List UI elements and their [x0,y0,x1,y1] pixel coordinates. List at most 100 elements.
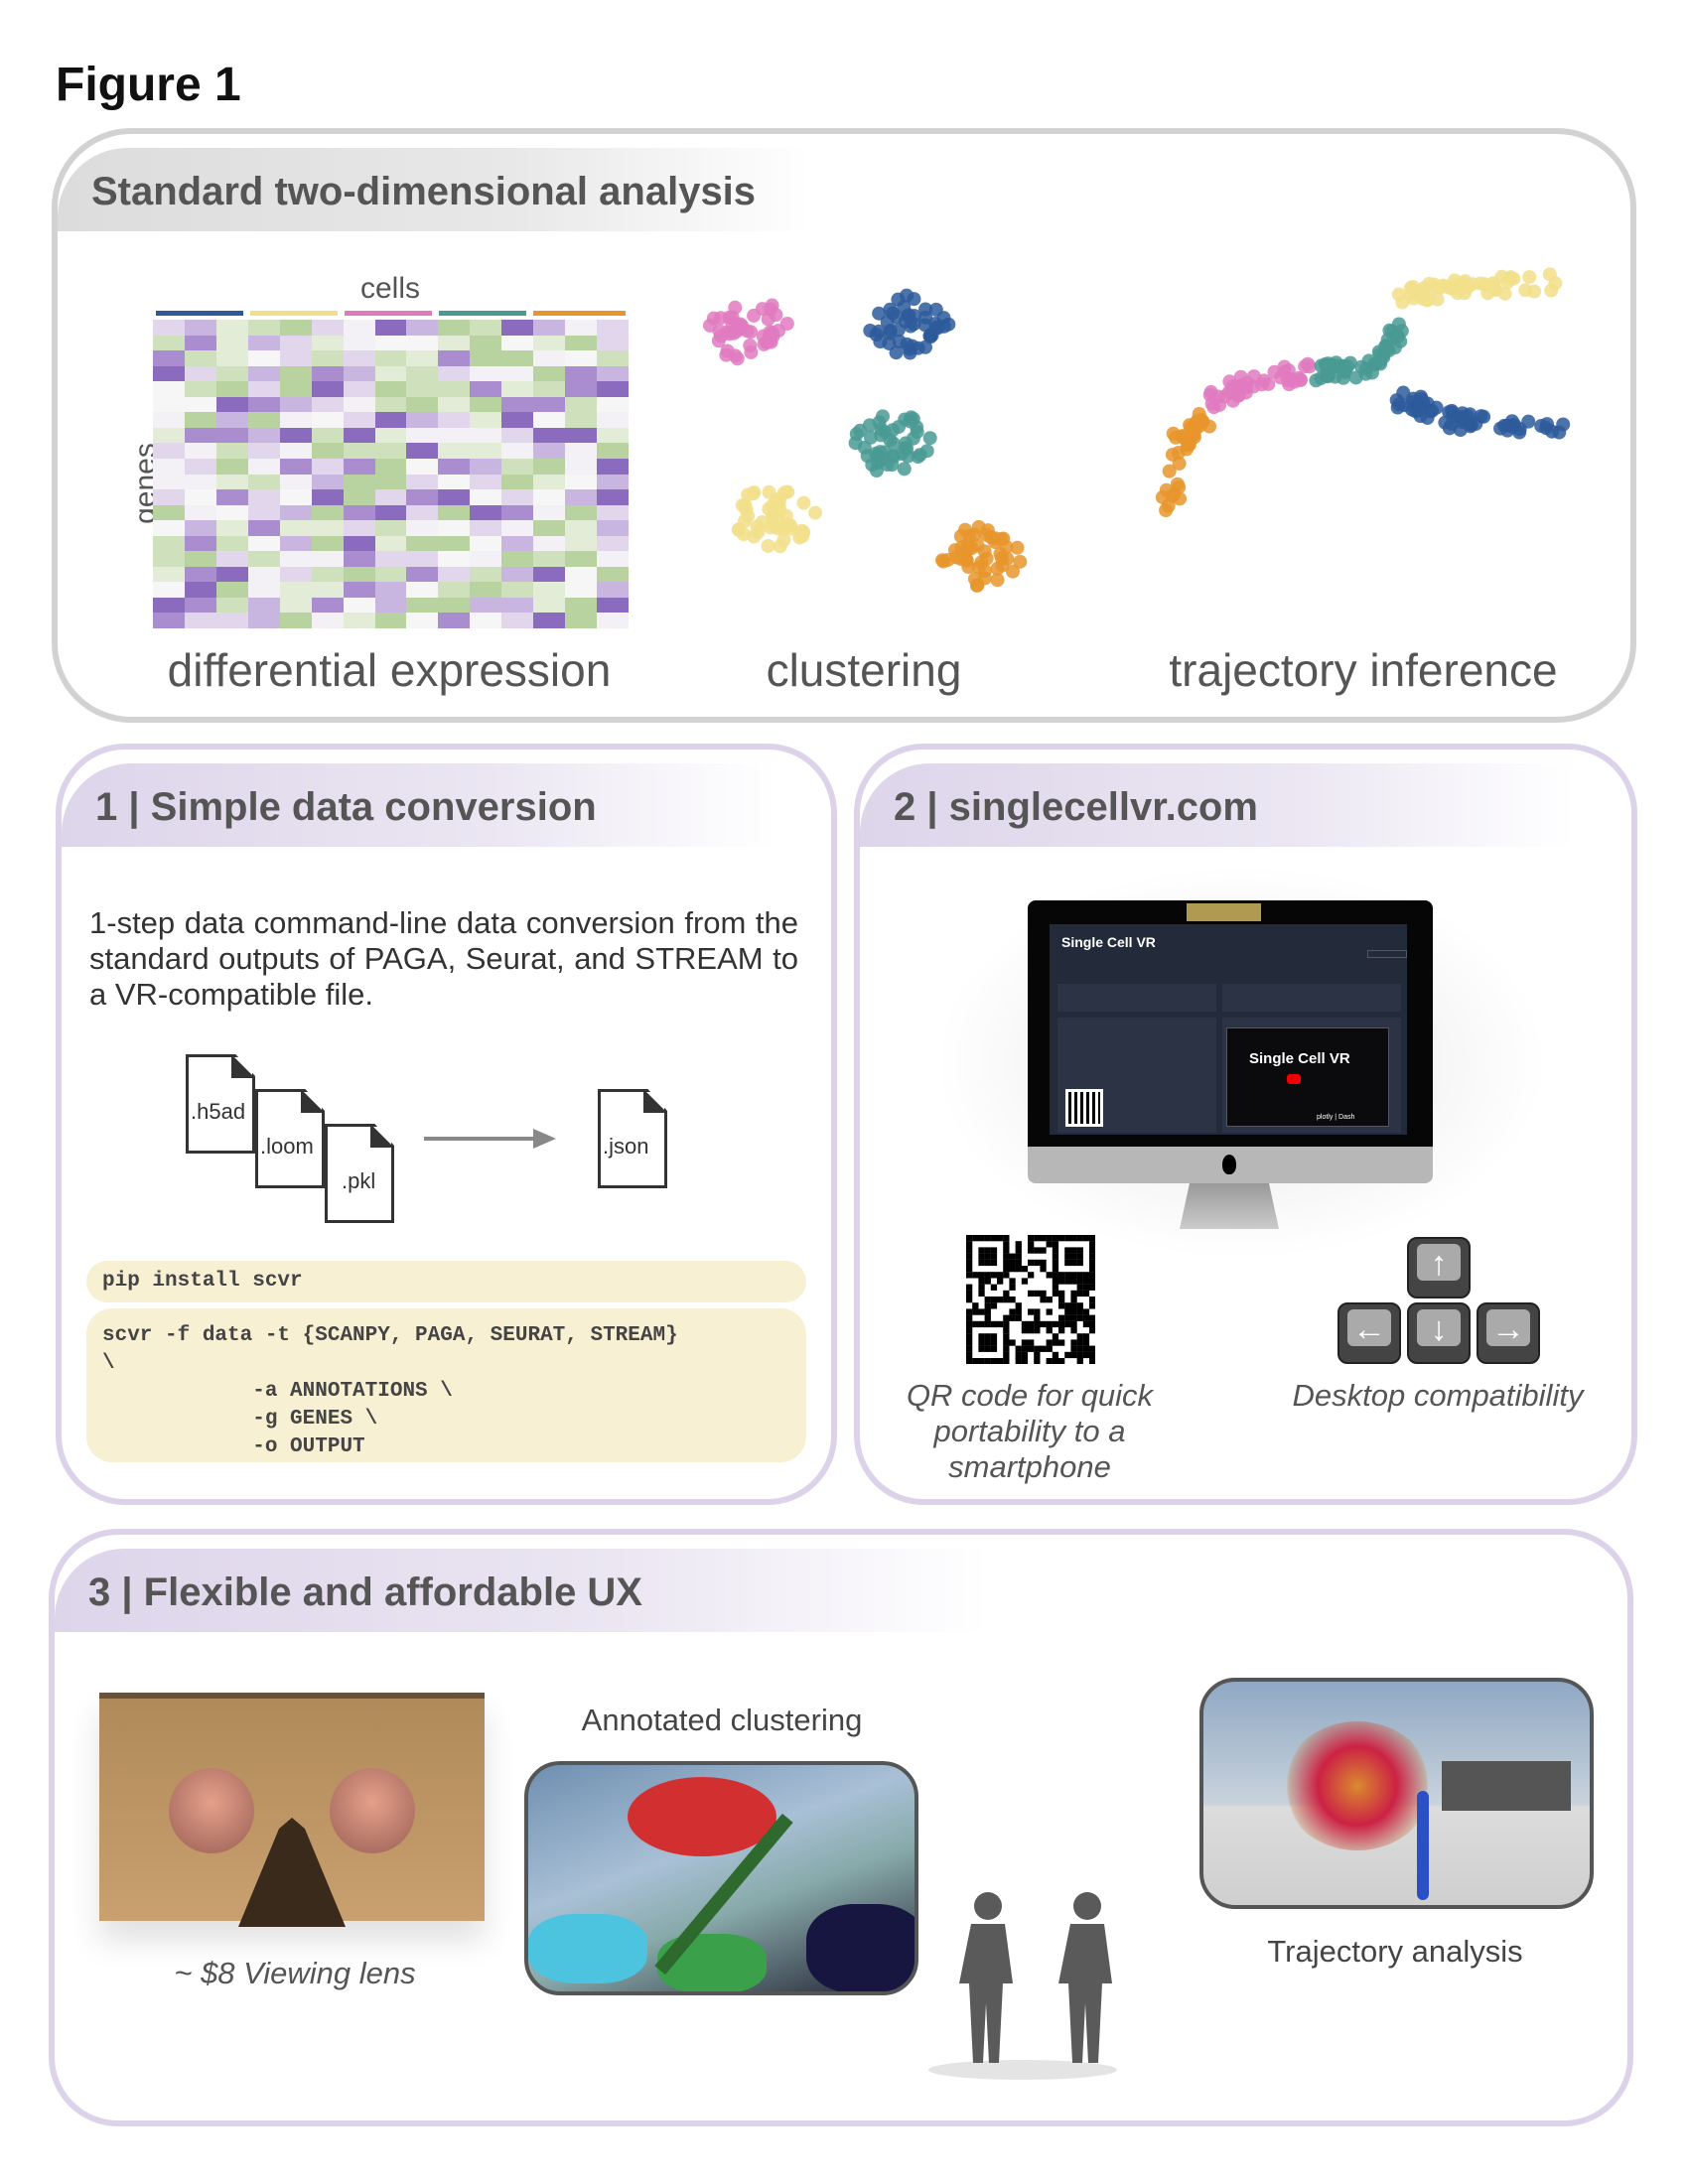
heatmap-cell [501,396,534,413]
file-icon-json: .json [598,1089,667,1188]
scatter-point [720,343,735,358]
scatter-point [796,495,811,510]
heatmap-cell [533,412,566,428]
heatmap-cell [438,350,471,366]
heatmap-cell [279,551,312,567]
scatter-point [1473,276,1487,291]
heatmap-cell [215,489,248,505]
heatmap-cell [153,335,185,351]
heatmap-cell [470,427,502,444]
heatmap-cell [153,551,185,567]
scatter-point [1396,385,1411,400]
scatter-point [1384,324,1399,339]
heatmap-cell [470,566,502,583]
scatter-point [1285,372,1300,387]
heatmap-cell [501,504,534,521]
heatmap-cell [501,613,534,628]
heatmap-cell [470,551,502,567]
heatmap-cell [533,551,566,567]
heatmap-cell [374,535,407,552]
heatmap-cell [565,582,598,598]
scatter-point [907,317,921,332]
heatmap-cell [470,535,502,552]
scatter-point [1518,283,1533,298]
info-board [1442,1761,1571,1811]
heatmap-cell [470,396,502,413]
scatter-point [741,508,756,523]
scatter-point [913,448,927,463]
heatmap-cell [215,458,248,475]
heatmap-cell [438,443,471,459]
monitor-stand [1180,1183,1279,1229]
cell-group-bar [156,311,243,316]
heatmap-cell [565,535,598,552]
heatmap-cell [597,427,629,444]
heatmap-cell [184,582,216,598]
heatmap-cell [184,350,216,366]
scatter-point [1413,389,1428,404]
scatter-point [1442,421,1457,436]
heatmap-cell [311,489,344,505]
heatmap-cell [597,396,629,413]
heatmap-cell [184,427,216,444]
heatmap-cell [533,335,566,351]
heatmap-cell [279,504,312,521]
heatmap-cell [565,396,598,413]
scatter-point [1348,370,1363,385]
scatter-point [995,551,1010,566]
qr-code-icon [966,1235,1095,1364]
heatmap-cell [597,381,629,397]
heatmap-cell [406,520,439,536]
heatmap-cell [501,582,534,598]
scatter-point [1159,502,1174,517]
heatmap-cell [533,582,566,598]
scatter-point [874,428,889,443]
conversion-description: 1-step data command-line data conversion… [89,905,798,1012]
heatmap-cell [406,551,439,567]
heatmap-cell [247,613,280,628]
scatter-point [1442,405,1457,420]
heatmap-cell [565,474,598,490]
heatmap-cell [153,443,185,459]
heatmap-cell [565,320,598,336]
heatmap-cell [597,489,629,505]
heatmap-cell [470,443,502,459]
heatmap-cell [374,443,407,459]
heatmap-cell [374,381,407,397]
heatmap-cell [597,551,629,567]
heatmap-cell [501,427,534,444]
heatmap-cell [438,597,471,614]
vr-card [1222,984,1401,1012]
heatmap-cell [279,613,312,628]
heatmap-cell [184,381,216,397]
heatmap-cell [343,396,375,413]
heatmap-cell [406,504,439,521]
heatmap-cell [406,320,439,336]
heatmap-cell [311,474,344,490]
heatmap-cell [247,582,280,598]
heatmap-cell [184,597,216,614]
heatmap-cell [501,381,534,397]
heatmap-cell [343,320,375,336]
scatter-point [917,318,932,333]
heatmap-cell [533,350,566,366]
heatmap-cell [565,597,598,614]
heatmap-cell [597,320,629,336]
heatmap-cell [470,597,502,614]
cell-group-bar [533,311,626,316]
heatmap-cell [374,551,407,567]
lens-caption: ~ $8 Viewing lens [174,1956,416,1990]
heatmap-cell [279,335,312,351]
heatmap-cell [406,350,439,366]
scatter-point [1493,421,1508,436]
scatter-point [1545,424,1560,439]
install-command: pip install scvr [86,1261,806,1302]
scatter-point [910,425,924,440]
heatmap-cell [501,551,534,567]
scatter-point [872,306,887,321]
heatmap-caption: differential expression [167,644,612,696]
scatter-point [860,449,875,464]
heatmap-cell [565,520,598,536]
heatmap-cell [343,458,375,475]
heatmap-cell [343,412,375,428]
